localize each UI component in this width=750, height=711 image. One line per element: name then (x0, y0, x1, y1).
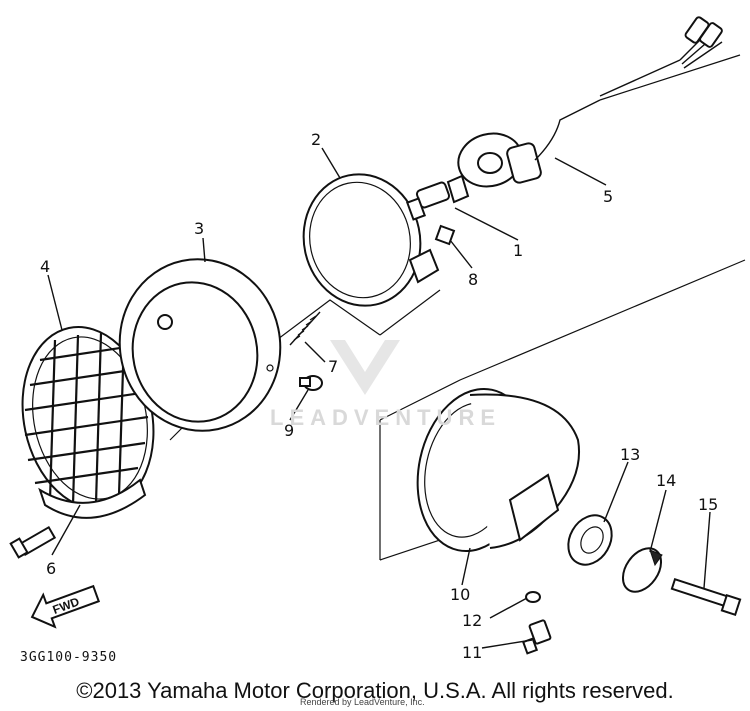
bulb-1 (406, 174, 470, 221)
callout-2: 2 (311, 130, 321, 149)
callout-6: 6 (46, 559, 56, 578)
headlight-housing (416, 387, 580, 553)
callout-13: 13 (620, 445, 640, 464)
callout-1: 1 (513, 241, 523, 260)
callout-4: 4 (40, 257, 50, 276)
callout-11: 11 (462, 643, 482, 662)
callout-10: 10 (450, 585, 470, 604)
callout-15: 15 (698, 495, 718, 514)
callout-7: 7 (328, 357, 338, 376)
washer-12 (525, 591, 541, 603)
socket-harness-5 (457, 16, 723, 188)
watermark-logo (330, 340, 400, 395)
clip-8 (434, 224, 456, 246)
callout-12: 12 (462, 611, 482, 630)
sealed-beam-unit (302, 173, 440, 307)
rendered-by-note: Rendered by LeadVenture, Inc. (300, 697, 425, 707)
watermark-text: LEADVENTURE (270, 405, 502, 430)
screw-9 (299, 375, 323, 391)
screw-6 (9, 525, 57, 559)
cap-14 (621, 547, 663, 593)
callout-5: 5 (603, 187, 613, 206)
bolt-15 (670, 578, 742, 617)
callout-9: 9 (284, 421, 294, 440)
leader-lines (47, 147, 711, 649)
adjusting-screw-7 (289, 311, 321, 346)
grommet-13 (567, 514, 613, 566)
callout-8: 8 (468, 270, 478, 289)
callout-labels: 1 2 3 4 5 6 7 8 9 10 11 12 13 14 15 (40, 130, 718, 662)
diagram-code: 3GG100-9350 (20, 650, 118, 665)
screw-11 (521, 619, 552, 655)
callout-3: 3 (194, 219, 204, 238)
headlight-rim (118, 258, 282, 432)
callout-14: 14 (656, 471, 676, 490)
copyright-notice: ©2013 Yamaha Motor Corporation, U.S.A. A… (76, 678, 674, 703)
fwd-arrow: FWD (30, 584, 101, 629)
